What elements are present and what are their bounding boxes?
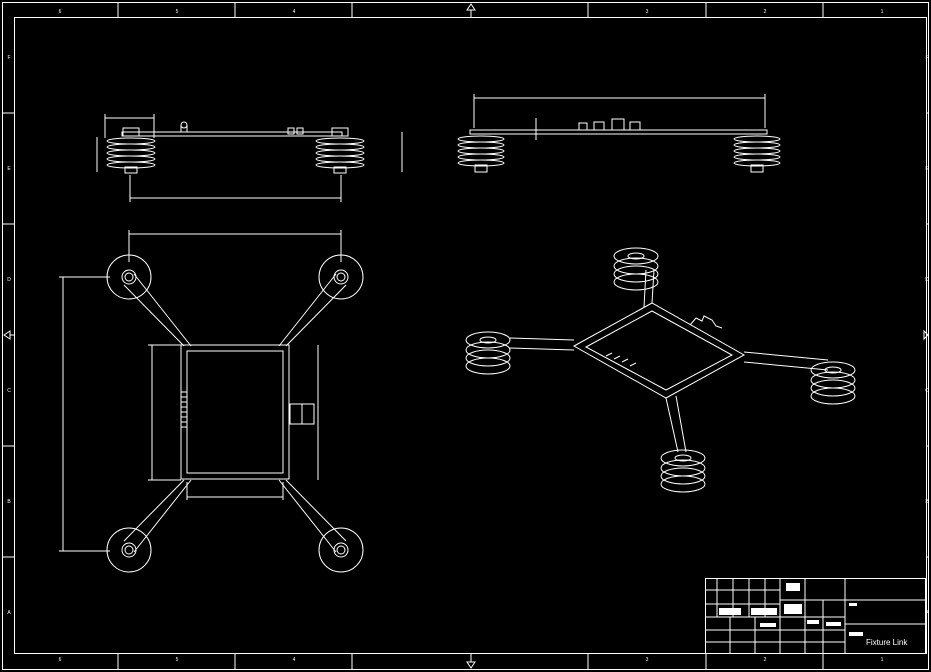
side-view	[457, 94, 781, 173]
zone-label-right: F	[925, 55, 928, 61]
zone-label-left: D	[7, 277, 11, 283]
top-view	[59, 230, 364, 573]
front-view	[96, 114, 403, 202]
zone-label-bottom: 4	[293, 657, 296, 663]
zone-label-left: B	[7, 499, 11, 505]
zone-label-bottom: 6	[59, 657, 62, 663]
zone-label-right: D	[925, 277, 929, 283]
drawing-title: Fixture Link	[866, 638, 908, 647]
zone-label-right: B	[925, 499, 929, 505]
zone-label-bottom: 5	[176, 657, 179, 663]
zone-label-top: 6	[59, 9, 62, 15]
zone-label-left: A	[7, 610, 11, 616]
zone-label-bottom: 3	[646, 657, 649, 663]
zone-label-left: E	[7, 166, 11, 172]
zone-label-right: A	[925, 610, 929, 616]
zone-label-top: 3	[646, 9, 649, 15]
zone-label-left: C	[7, 388, 11, 394]
zone-label-left: F	[7, 55, 10, 61]
isometric-view	[465, 247, 856, 493]
zone-label-bottom: 2	[764, 657, 767, 663]
title-block	[705, 578, 926, 654]
zone-label-right: C	[925, 388, 929, 394]
zone-label-top: 2	[764, 9, 767, 15]
zone-label-right: E	[925, 166, 929, 172]
zone-label-top: 5	[176, 9, 179, 15]
zone-label-bottom: 1	[881, 657, 884, 663]
zone-label-top: 4	[293, 9, 296, 15]
zone-label-top: 1	[881, 9, 884, 15]
